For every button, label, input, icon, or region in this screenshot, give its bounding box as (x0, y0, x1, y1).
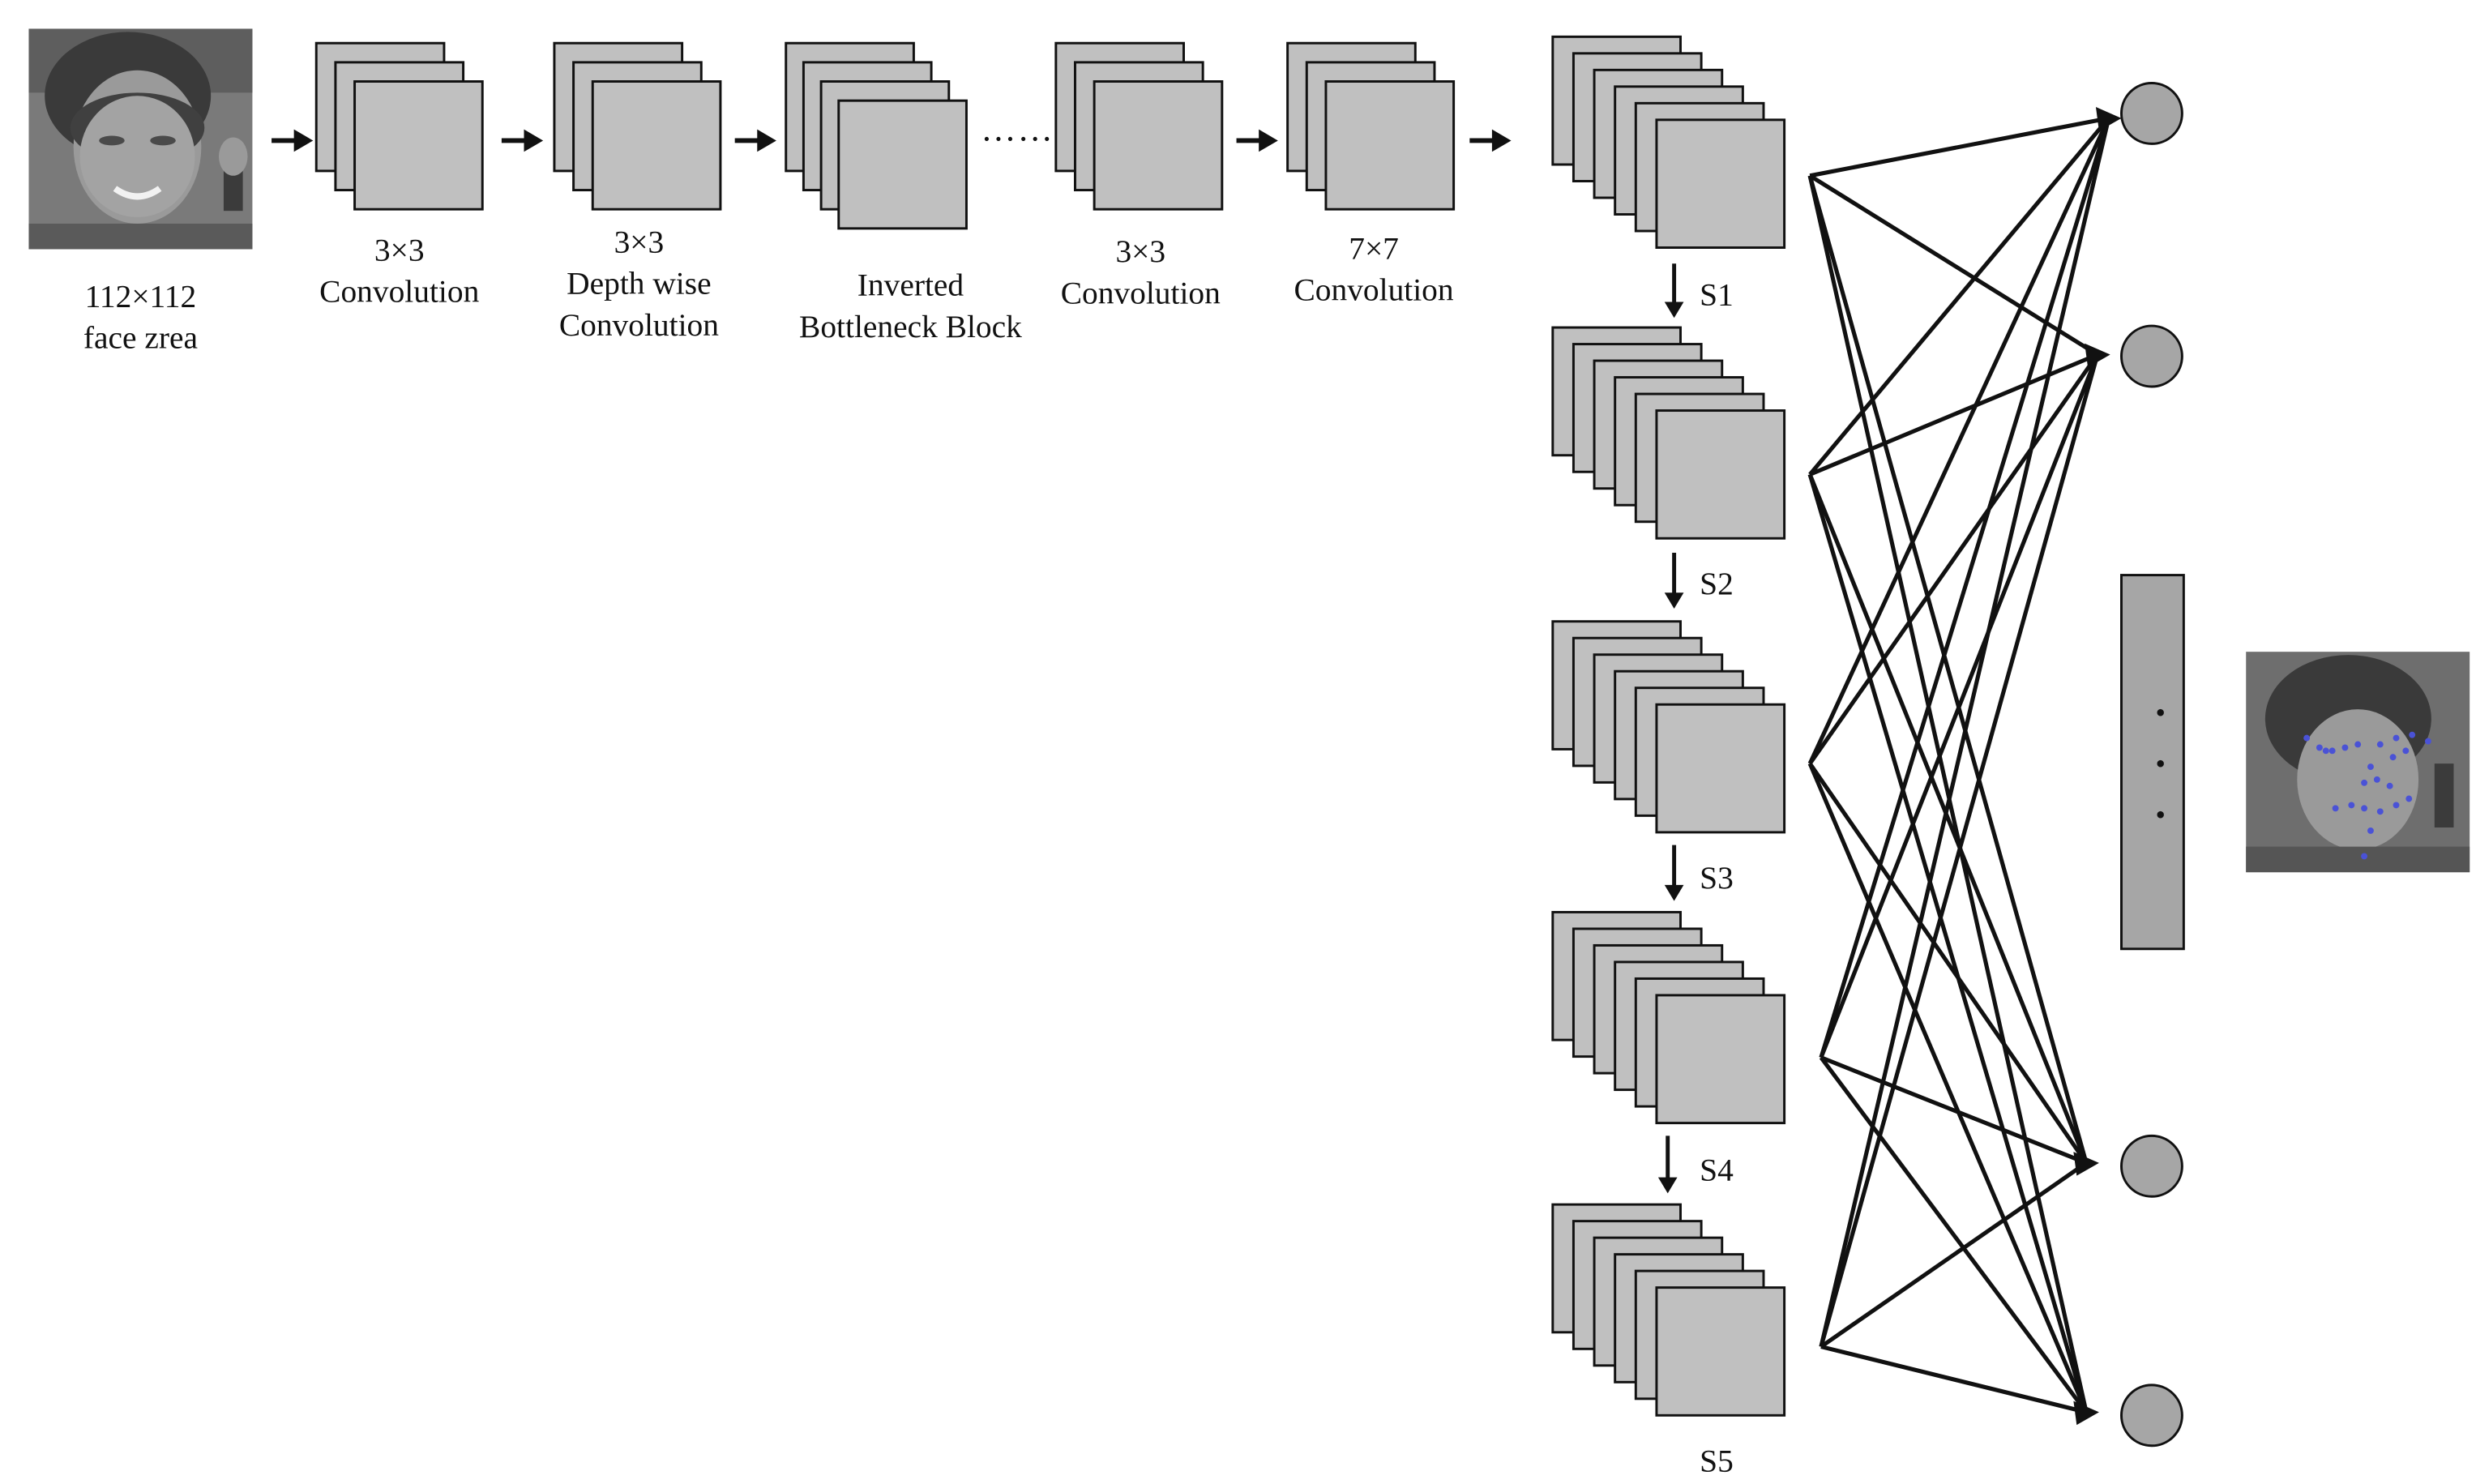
connection-s5-node1 (1819, 118, 2111, 1348)
landmark-point (2393, 734, 2400, 742)
landmark-point (2316, 744, 2323, 751)
landmark-point (2424, 738, 2431, 745)
arrow-s3-to-s4-head (1664, 884, 1684, 901)
output-node-1 (2120, 82, 2183, 145)
landmark-point (2348, 802, 2355, 809)
scale-label-s1: S1 (1700, 277, 1734, 314)
landmark-point (2386, 782, 2393, 789)
connection-s2-node4 (1807, 473, 2089, 1413)
arrow-stage4-to-stage5-head (1259, 129, 1278, 152)
connection-s4-node4 (1819, 1056, 2089, 1413)
connection-s2-node1 (1808, 117, 2110, 477)
output-vector-bar (2120, 574, 2185, 951)
stage-1-block-layer-3 (353, 80, 484, 211)
face-with-landmarks-image (2246, 652, 2470, 873)
landmark-point (2402, 747, 2410, 755)
connection-s4-node1 (1819, 118, 2111, 1058)
connection-s3-node4 (1807, 763, 2089, 1413)
arrow-stage1-to-stage2-head (524, 129, 544, 152)
connection-s3-node3 (1808, 762, 2089, 1165)
landmark-point (2361, 779, 2368, 786)
landmark-point (2376, 741, 2384, 748)
arrow-s1-to-s2-head (1664, 302, 1684, 319)
scale-label-s3: S3 (1700, 861, 1734, 896)
input-face-image (28, 28, 253, 250)
output-node-4 (2120, 1383, 2183, 1448)
connection-s1-node4 (1807, 175, 2089, 1413)
scale-stack-s4-layer-6 (1655, 994, 1786, 1125)
landmark-point (2328, 747, 2336, 755)
connection-s1-node1 (1809, 116, 2110, 178)
connection-s4-node2 (1819, 353, 2100, 1058)
landmark-point (2373, 776, 2380, 783)
ellipsis-text: …… (981, 109, 1054, 149)
arrow-stage2-to-stage3-head (757, 129, 776, 152)
connection-s5-node2 (1819, 353, 2100, 1348)
scale-stack-s1-layer-6 (1655, 118, 1786, 249)
scale-stack-s5-layer-6 (1655, 1286, 1786, 1417)
landmark-point (2341, 744, 2349, 751)
landmark-point (2303, 734, 2311, 742)
landmark-point (2405, 795, 2413, 802)
input-size-label: 112×112 (84, 279, 197, 315)
landmark-point (2389, 754, 2397, 761)
connection-s1-node2 (1808, 173, 2099, 357)
scale-label-s5: S5 (1700, 1443, 1734, 1480)
scale-label-s4: S4 (1700, 1153, 1734, 1189)
connection-arrowhead-node4 (2073, 1401, 2099, 1426)
scale-stack-s2-layer-6 (1655, 409, 1786, 540)
stage-4-block-layer-3 (1093, 80, 1224, 211)
landmark-point (2354, 741, 2362, 748)
connection-s2-node3 (1807, 473, 2089, 1164)
landmark-point (2322, 747, 2329, 755)
connection-s3-node2 (1808, 353, 2100, 765)
input-name-label: face zrea (83, 321, 199, 357)
output-node-3 (2120, 1134, 2183, 1198)
landmark-point (2376, 808, 2384, 815)
stage-3-block-layer-4 (837, 99, 968, 230)
landmark-point (2361, 805, 2368, 812)
output-node-2 (2120, 324, 2183, 388)
connection-arrowhead-node2 (2085, 343, 2110, 368)
arrow-stage5-to-scales-head (1491, 129, 1512, 152)
connection-arrowhead-node3 (2073, 1152, 2099, 1176)
arrow-s4-to-s5-head (1657, 1177, 1678, 1194)
landmark-point (2393, 802, 2400, 809)
connection-s5-node3 (1820, 1161, 2088, 1349)
stage-2-block-layer-3 (591, 80, 722, 211)
landmark-point (2409, 731, 2416, 738)
landmark-point (2367, 827, 2374, 834)
connection-arrowhead-node1 (2095, 107, 2122, 131)
scale-stack-s3-layer-6 (1655, 703, 1786, 834)
vector-dots-text: • • • (2155, 696, 2167, 831)
connection-s3-node1 (1807, 117, 2111, 765)
stage-5-block-layer-3 (1324, 80, 1456, 211)
connection-s4-node3 (1820, 1055, 2088, 1165)
connection-s5-node4 (1820, 1345, 2087, 1414)
landmark-point (2361, 853, 2368, 860)
scale-label-s2: S2 (1700, 567, 1734, 603)
landmark-point (2332, 805, 2339, 812)
arrow-s2-to-s3-head (1664, 592, 1684, 609)
landmark-point (2367, 763, 2374, 771)
connection-s1-node3 (1807, 175, 2089, 1164)
arrow-input-to-stage1-head (293, 129, 314, 152)
